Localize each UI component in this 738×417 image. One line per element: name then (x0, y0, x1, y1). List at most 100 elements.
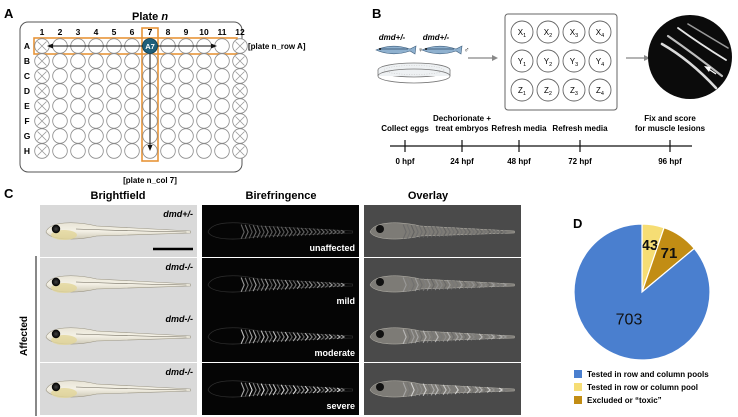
well-plate-12 (504, 13, 618, 111)
muscle-segment (300, 385, 305, 394)
plate-well (160, 98, 176, 114)
muscle-segment (324, 228, 330, 235)
muscle-segment (490, 282, 496, 288)
plate-well (214, 83, 230, 99)
petri-dish (377, 62, 451, 84)
muscle-segment (316, 281, 321, 289)
plate-well (52, 98, 68, 114)
excluded-well-mark (235, 116, 245, 126)
muscle-segment (244, 329, 249, 344)
plate-well (70, 53, 86, 69)
parent-male-genotype: dmd+/- (423, 33, 450, 42)
muscle-segment (268, 278, 273, 291)
muscle-segment (312, 386, 317, 394)
plate-well (106, 143, 122, 159)
excluded-well-mark (37, 146, 47, 156)
plate-well (106, 98, 122, 114)
plate-well (106, 113, 122, 129)
legend-swatch (574, 383, 582, 391)
plate-well (70, 113, 86, 129)
muscle-segment (252, 329, 257, 344)
muscle-segment (260, 383, 265, 396)
fish-birefringence-outline (207, 327, 353, 345)
muscle-segment (482, 281, 487, 289)
row-letter: B (24, 56, 30, 66)
plate-well (178, 83, 194, 99)
muscle-segment (276, 226, 281, 238)
plate-well (70, 68, 86, 84)
muscle-segment (272, 384, 277, 396)
flow-arrowhead-1 (492, 55, 498, 61)
plate-well (178, 113, 194, 129)
column-number: 5 (112, 27, 117, 37)
plate-well (124, 53, 140, 69)
muscle-segment (446, 279, 451, 290)
muscle-segment (336, 229, 342, 235)
muscle-segment (248, 277, 253, 292)
fish-birefringence-outline (207, 222, 353, 240)
muscle-segment (280, 331, 285, 342)
muscle-segment (260, 278, 265, 291)
column-number: 3 (76, 27, 81, 37)
muscle-segment (486, 333, 492, 340)
muscle-segment (490, 229, 496, 235)
muscle-segment (486, 386, 492, 393)
plate-well (124, 128, 140, 144)
muscle-segment (328, 334, 334, 340)
adult-fish-female (375, 45, 417, 55)
muscle-segment (442, 226, 447, 237)
plate-well (178, 98, 194, 114)
plate-well (214, 53, 230, 69)
treatment-well (510, 20, 534, 44)
panel-c: C Brightfield Birefringence Overlay Affe… (4, 186, 521, 416)
fish-eye (376, 383, 384, 391)
muscle-segment (296, 385, 301, 395)
treatment-well-label: Z4 (596, 86, 604, 97)
muscle-segment (466, 280, 471, 289)
muscle-segment (316, 228, 321, 236)
muscle-segment (454, 280, 459, 290)
muscle-segment (272, 226, 277, 238)
excluded-well-mark (235, 146, 245, 156)
column-number: 2 (58, 27, 63, 37)
plate-well (106, 83, 122, 99)
column-number: 1 (40, 27, 45, 37)
muscle-segment (474, 386, 479, 394)
muscle-segment (268, 383, 273, 396)
muscle-segment (312, 281, 317, 289)
muscle-segment (502, 387, 508, 393)
muscle-segment (430, 225, 435, 238)
muscle-segment (434, 384, 439, 396)
excluded-well-mark (37, 101, 47, 111)
row-arrowhead-right (211, 43, 217, 49)
row-letter: C (24, 71, 30, 81)
muscle-segment (244, 382, 249, 397)
plate-well (196, 143, 212, 159)
column-number: 11 (218, 27, 227, 37)
timeline-event-label: for muscle lesions (635, 124, 706, 133)
muscle-segment (446, 331, 451, 342)
muscle-segment (462, 227, 467, 236)
fish-eye (51, 224, 61, 234)
treatment-well-label: X1 (518, 28, 526, 39)
phenotype-label: mild (336, 296, 355, 306)
excluded-well-mark (235, 131, 245, 141)
muscle-segment (466, 385, 471, 394)
muscle-segment (462, 385, 467, 394)
treatment-well-label: Z1 (518, 86, 526, 97)
excluded-well-mark (235, 56, 245, 66)
muscle-segment (284, 226, 289, 237)
muscle-segment (446, 384, 451, 395)
muscle-segment (252, 224, 257, 239)
muscle-segment (260, 330, 265, 343)
muscle-segment (446, 226, 451, 237)
column-number: 12 (235, 27, 245, 37)
muscle-segment (328, 229, 334, 235)
excluded-well-mark (235, 101, 245, 111)
plate-well (214, 143, 230, 159)
muscle-segment (300, 227, 305, 236)
